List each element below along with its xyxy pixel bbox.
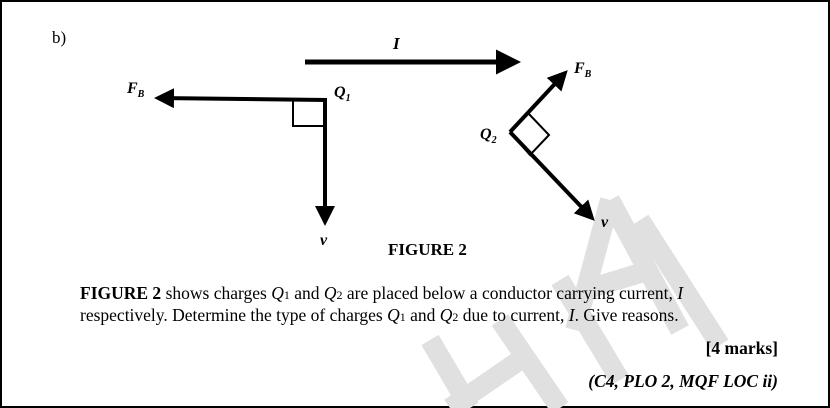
force-label-q2: FB xyxy=(574,60,592,81)
watermark xyxy=(421,195,729,408)
right-angle-q2 xyxy=(509,112,551,157)
current-label: I xyxy=(393,34,400,53)
part-label: b) xyxy=(52,28,67,47)
figure-caption: FIGURE 2 xyxy=(388,240,467,259)
q1-label: Q1 xyxy=(334,84,351,105)
marks-label: [4 marks] xyxy=(705,338,778,358)
q2-label: Q2 xyxy=(480,126,497,147)
question-text: FIGURE 2 shows charges Q1 and Q2 are pla… xyxy=(80,283,684,325)
force-arrow-q2 xyxy=(508,70,568,134)
learning-outcome: (C4, PLO 2, MQF LOC ii) xyxy=(588,371,778,391)
force-label-q1: FB xyxy=(127,80,145,101)
right-angle-q1 xyxy=(292,99,326,127)
velocity-label-q2: v xyxy=(601,214,609,231)
velocity-label-q1: v xyxy=(320,232,328,249)
